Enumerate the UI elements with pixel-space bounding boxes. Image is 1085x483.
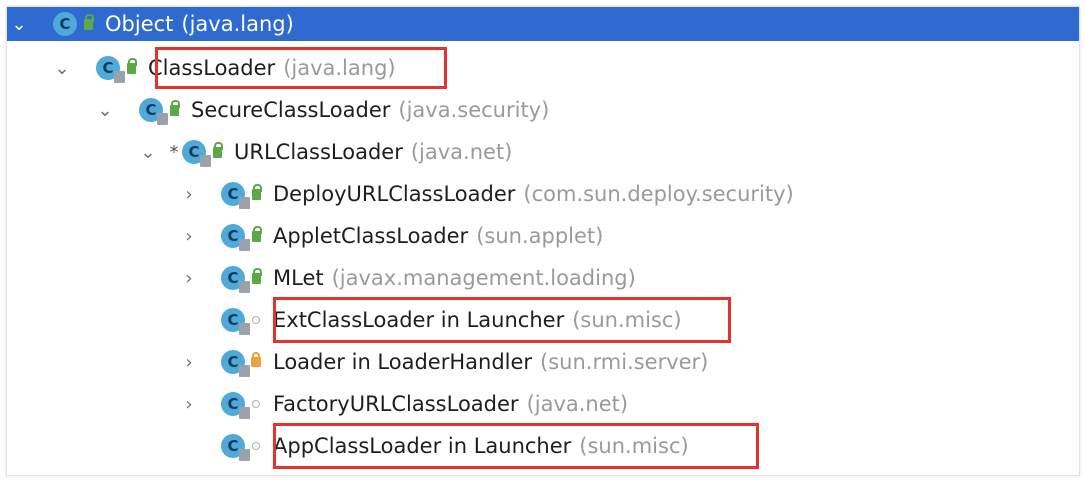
public-lock-icon <box>245 267 267 284</box>
tree-row-appletclassloader[interactable]: › C AppletClassLoader (sun.applet) <box>7 217 1079 255</box>
package-name: (java.security) <box>398 98 550 122</box>
package-private-dot-icon <box>245 316 267 324</box>
tree-row-loader-in-loaderhandler[interactable]: › C Loader in LoaderHandler (sun.rmi.ser… <box>7 343 1079 381</box>
package-name: (sun.applet) <box>476 224 604 248</box>
chevron-right-icon[interactable]: › <box>185 225 193 247</box>
chevron-right-icon[interactable]: › <box>185 267 193 289</box>
chevron-down-icon[interactable]: ⌄ <box>97 99 113 121</box>
public-lock-icon <box>245 183 267 200</box>
tree-row-classloader[interactable]: ⌄ C ClassLoader (java.lang) <box>7 49 1079 87</box>
chevron-down-icon[interactable]: ⌄ <box>140 141 156 163</box>
tree-row-object[interactable]: ⌄ C Object (java.lang) <box>7 7 1079 41</box>
class-name: AppletClassLoader <box>273 224 469 248</box>
class-name: URLClassLoader <box>234 140 403 164</box>
public-lock-icon <box>163 99 185 116</box>
tree-row-appclassloader[interactable]: C AppClassLoader in Launcher (sun.misc) <box>7 427 1079 465</box>
package-name: (sun.rmi.server) <box>540 350 709 374</box>
package-name: (javax.management.loading) <box>331 266 636 290</box>
class-icon: C <box>221 224 250 251</box>
class-name: AppClassLoader in Launcher <box>273 434 572 458</box>
package-name: (sun.misc) <box>579 434 689 458</box>
private-lock-icon <box>245 352 267 367</box>
tree-row-urlclassloader[interactable]: ⌄ * C URLClassLoader (java.net) <box>7 133 1079 171</box>
highlight-box-extclassloader <box>273 297 731 343</box>
class-icon: C <box>221 266 250 293</box>
class-name: ExtClassLoader in Launcher <box>273 308 565 332</box>
package-name: (java.net) <box>526 392 629 416</box>
highlight-box-appclassloader <box>273 423 759 469</box>
highlight-box-classloader <box>155 47 447 89</box>
chevron-down-icon[interactable]: ⌄ <box>11 13 27 35</box>
abstract-class-icon: C <box>96 56 125 83</box>
abstract-class-icon: C <box>221 182 250 209</box>
class-icon: C <box>221 392 250 419</box>
public-lock-icon <box>245 225 267 242</box>
class-name: Object <box>105 12 174 36</box>
package-private-dot-icon <box>245 400 267 408</box>
package-name: (sun.misc) <box>572 308 682 332</box>
tree-row-secureclassloader[interactable]: ⌄ C SecureClassLoader (java.security) <box>7 91 1079 129</box>
tree-row-extclassloader[interactable]: C ExtClassLoader in Launcher (sun.misc) <box>7 301 1079 339</box>
public-lock-icon <box>206 141 228 158</box>
class-name: ClassLoader <box>148 56 276 80</box>
class-icon: C <box>182 140 211 167</box>
package-name: (java.lang) <box>283 56 396 80</box>
class-name: FactoryURLClassLoader <box>273 392 519 416</box>
class-name: MLet <box>273 266 324 290</box>
class-icon: C <box>221 350 250 377</box>
chevron-right-icon[interactable]: › <box>185 351 193 373</box>
class-name: DeployURLClassLoader <box>273 182 516 206</box>
type-hierarchy-tree: ⌄ C Object (java.lang) ⌄ C ClassLoader (… <box>6 6 1080 476</box>
public-lock-icon <box>77 13 99 30</box>
class-icon: C <box>221 308 250 335</box>
tree-row-factoryurlclassloader[interactable]: › C FactoryURLClassLoader (java.net) <box>7 385 1079 423</box>
package-name: (com.sun.deploy.security) <box>523 182 794 206</box>
chevron-right-icon[interactable]: › <box>185 393 193 415</box>
tree-row-mlet[interactable]: › C MLet (javax.management.loading) <box>7 259 1079 297</box>
class-icon: C <box>53 12 77 36</box>
tree-row-deployurlclassloader[interactable]: › C DeployURLClassLoader (com.sun.deploy… <box>7 175 1079 213</box>
public-lock-icon <box>120 57 142 74</box>
class-name: SecureClassLoader <box>191 98 391 122</box>
class-name: Loader in LoaderHandler <box>273 350 533 374</box>
class-icon: C <box>221 434 250 461</box>
package-name: (java.lang) <box>181 12 294 36</box>
asterisk-icon: * <box>169 141 179 163</box>
class-icon: C <box>139 98 168 125</box>
package-name: (java.net) <box>410 140 513 164</box>
package-private-dot-icon <box>245 442 267 450</box>
chevron-right-icon[interactable]: › <box>185 183 193 205</box>
chevron-down-icon[interactable]: ⌄ <box>54 57 70 79</box>
